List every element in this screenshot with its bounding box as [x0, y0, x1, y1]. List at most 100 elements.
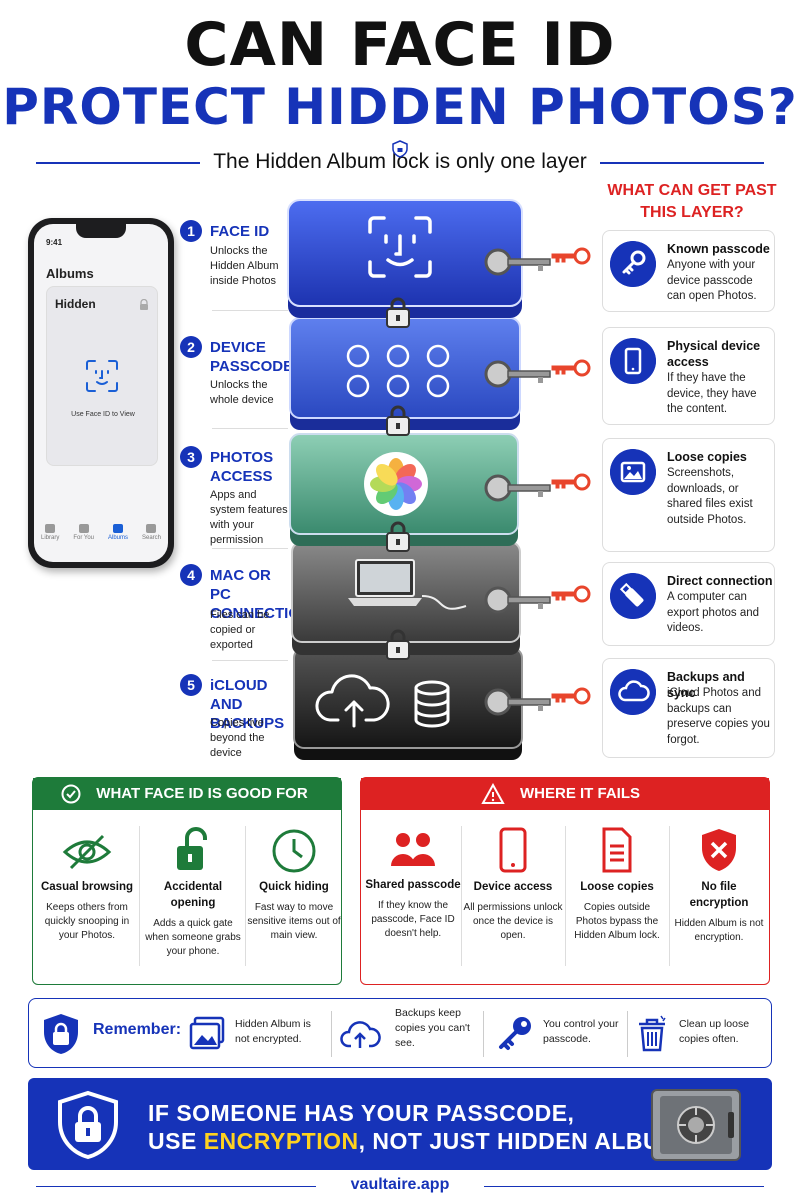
good-item-quick-hiding: Quick hiding Fast way to move sensitive …: [247, 818, 341, 978]
good-desc: Adds a quick gate when someone grabs you…: [145, 918, 241, 957]
clock-icon: [272, 829, 316, 873]
step-number: 3: [180, 446, 202, 468]
shield-x-icon: [702, 829, 736, 871]
title-line-1: CAN FACE ID: [184, 10, 616, 80]
fail-desc: Hidden Album is not encryption.: [674, 918, 764, 943]
photos-app-icon: [364, 452, 428, 516]
trash-icon: [639, 1015, 666, 1052]
step-4: 4 MAC OR PC CONNECTION Files can be copi…: [180, 564, 311, 654]
phone-screen: 9:41 Albums Hidden Use Face ID to View L…: [34, 224, 168, 562]
open-lock-icon: [177, 827, 207, 870]
good-for-heading: WHAT FACE ID IS GOOD FOR: [33, 778, 341, 810]
step-number: 2: [180, 336, 202, 358]
divider: [139, 826, 140, 966]
good-title: Accidental opening: [163, 881, 223, 909]
threat-card-known-passcode: Known passcode Anyone with your device p…: [602, 230, 775, 312]
tab-search[interactable]: Search: [142, 524, 161, 541]
fail-title: Loose copies: [580, 881, 654, 893]
divider: [483, 1011, 484, 1057]
lock-icon: [140, 299, 148, 310]
threat-title: Physical device access: [667, 339, 761, 369]
shield-lock-icon: [44, 1014, 78, 1054]
good-for-panel: WHAT FACE ID IS GOOD FOR Casual browsing…: [32, 777, 342, 985]
face-id-icon: [86, 360, 118, 392]
fail-desc: Copies outside Photos bypass the Hidden …: [574, 902, 660, 941]
encryption-banner: IF SOMEONE HAS YOUR PASSCODE, USE ENCRYP…: [28, 1078, 772, 1170]
fail-title: No file encryption: [689, 881, 749, 909]
threat-title: Direct connection: [667, 574, 773, 588]
remember-label: Remember:: [93, 1021, 182, 1038]
good-desc: Keeps others from quickly snooping in yo…: [44, 902, 130, 941]
banner-line-2: USE ENCRYPTION, NOT JUST HIDDEN ALBUM.: [148, 1128, 687, 1154]
layer-face-id: [287, 199, 523, 318]
tab-albums[interactable]: Albums: [108, 524, 128, 541]
threat-desc: If they have the device, they have the c…: [667, 372, 757, 415]
subtitle: The Hidden Album lock is only one layer: [200, 150, 600, 174]
title-line-2: PROTECT HIDDEN PHOTOS?: [2, 78, 798, 136]
divider: [212, 660, 288, 661]
iphone-mockup: 9:41 Albums Hidden Use Face ID to View L…: [28, 218, 174, 568]
use-face-id-text[interactable]: Use Face ID to View: [71, 411, 135, 418]
divider: [669, 826, 670, 966]
cloud-icon: [610, 669, 656, 715]
remember-item: Clean up loose copies often.: [679, 1018, 750, 1045]
step-title: MAC OR PC CONNECTION: [210, 567, 311, 622]
warning-icon: [481, 783, 505, 804]
fail-item-device-access: Device access All permissions unlock onc…: [463, 818, 563, 978]
divider: [212, 428, 288, 429]
threat-card-direct-connection: Direct connection A computer can export …: [602, 562, 775, 646]
good-item-accidental-opening: Accidental opening Adds a quick gate whe…: [141, 818, 245, 978]
footer-url[interactable]: vaultaire.app: [350, 1176, 450, 1193]
threat-desc: Anyone with your device passcode can ope…: [667, 259, 757, 302]
phone-icon: [610, 338, 656, 384]
step-desc: Unlocks the Hidden Album inside Photos: [210, 245, 279, 287]
step-1: 1 FACE ID Unlocks the Hidden Album insid…: [180, 220, 290, 300]
divider: [212, 548, 288, 549]
threat-title: Backups and sync: [667, 670, 745, 700]
divider: [627, 1011, 628, 1057]
phone-tab-bar: Library For You Albums Search: [34, 524, 168, 541]
threat-card-backups-sync: Backups and sync iCloud Photos and backu…: [602, 658, 775, 758]
threat-desc: iCloud Photos and backups can preserve c…: [667, 687, 770, 746]
tab-library[interactable]: Library: [41, 524, 59, 541]
threat-card-loose-copies: Loose copies Screenshots, downloads, or …: [602, 438, 775, 552]
step-desc: Apps and system features with your permi…: [210, 489, 288, 546]
divider: [331, 1011, 332, 1057]
cloud-upload-icon: [340, 1021, 381, 1048]
remember-item: Backups keep copies you can't see.: [395, 1007, 470, 1049]
step-3: 3 PHOTOS ACCESS Apps and system features…: [180, 446, 290, 546]
step-title: DEVICE PASSCODE: [210, 339, 294, 375]
step-title: iCLOUD AND BACKUPS: [210, 677, 285, 732]
fail-item-shared-passcode: Shared passcode If they know the passcod…: [365, 818, 461, 978]
shield-lock-icon: [58, 1090, 118, 1160]
fail-desc: All permissions unlock once the device i…: [463, 902, 563, 941]
layer-icloud: [293, 647, 523, 760]
hidden-album-card[interactable]: Hidden Use Face ID to View: [46, 286, 158, 466]
fail-desc: If they know the passcode, Face ID doesn…: [371, 900, 455, 939]
divider: [245, 826, 246, 966]
shield-icon: [392, 140, 408, 158]
step-desc: Unlocks the whole device: [210, 379, 274, 406]
step-title: PHOTOS ACCESS: [210, 449, 274, 485]
photos-icon: [189, 1016, 225, 1050]
hidden-album-label: Hidden: [55, 297, 96, 311]
threat-title: Loose copies: [667, 450, 747, 464]
step-2: 2 DEVICE PASSCODE Unlocks the whole devi…: [180, 336, 293, 416]
tab-for-you[interactable]: For You: [73, 524, 94, 541]
phone-icon: [499, 827, 527, 873]
remember-item: Hidden Album is not encrypted.: [235, 1018, 311, 1045]
security-layers: [287, 199, 591, 760]
divider: [484, 1186, 764, 1187]
usb-icon: [610, 573, 656, 619]
step-number: 1: [180, 220, 202, 242]
step-desc: Files can be copied or exported: [210, 609, 270, 651]
good-title: Casual browsing: [40, 881, 134, 893]
document-icon: [602, 827, 632, 873]
phone-notch: [76, 224, 126, 238]
threat-desc: A computer can export photos and videos.: [667, 591, 760, 634]
banner-line-1: IF SOMEONE HAS YOUR PASSCODE,: [148, 1100, 575, 1126]
right-heading: WHAT CAN GET PAST THIS LAYER?: [607, 182, 777, 221]
where-it-fails-heading: WHERE IT FAILS: [361, 778, 769, 810]
where-it-fails-panel: WHERE IT FAILS Shared passcode If they k…: [360, 777, 770, 985]
padlock-icons: [386, 297, 410, 660]
